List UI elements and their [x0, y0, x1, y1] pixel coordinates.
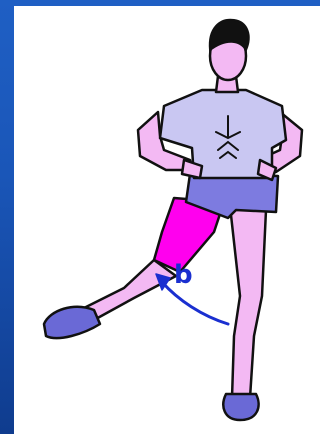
raised-foot-shoe: [44, 307, 100, 338]
leg-abduction-figure: [14, 6, 320, 434]
standing-foot-shoe: [223, 394, 258, 420]
angle-label: b: [174, 262, 193, 288]
illustration-panel: b: [14, 6, 320, 434]
standing-leg: [230, 206, 266, 398]
angle-arrow: [162, 282, 228, 324]
